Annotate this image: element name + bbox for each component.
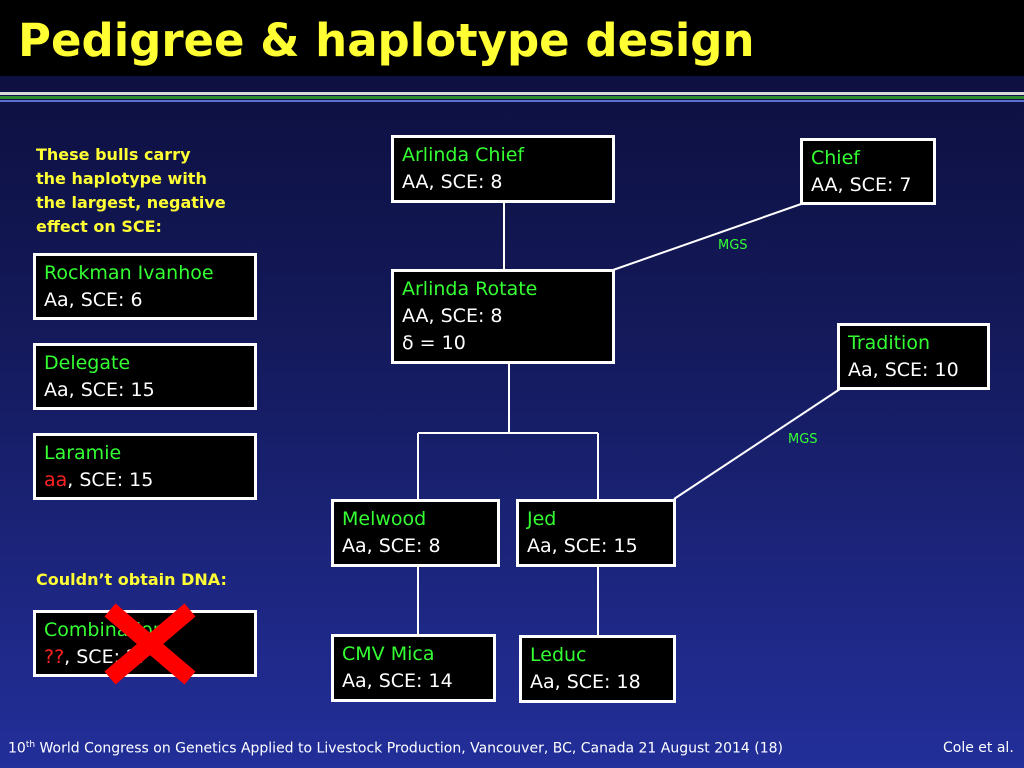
bull-genotype: AA, SCE: 8 [402,305,503,327]
bull-box-cmv-mica: CMV Mica Aa, SCE: 14 [331,634,496,702]
bull-box-arlinda-rotate: Arlinda Rotate AA, SCE: 8 δ = 10 [391,269,615,364]
bull-name: Tradition [848,332,931,354]
bull-name: Melwood [342,508,427,530]
divider-blue [0,100,1024,102]
line-mgs-chief [612,202,805,271]
bull-name: Arlinda Rotate [402,278,538,300]
carriers-note: These bulls carry the haplotype with the… [36,143,226,239]
bull-box-rockman-ivanhoe: Rockman Ivanhoe Aa, SCE: 6 [33,253,257,320]
bull-genotype: Aa, SCE: 15 [527,535,638,557]
bull-box-delegate: Delegate Aa, SCE: 15 [33,343,257,410]
no-dna-note: Couldn’t obtain DNA: [36,570,227,589]
recessive-genotype: aa [44,469,68,491]
bull-box-laramie: Laramie aa, SCE: 15 [33,433,257,500]
bull-name: Rockman Ivanhoe [44,262,214,284]
bull-box-chief: Chief AA, SCE: 7 [800,138,936,205]
bull-delta: δ = 10 [402,332,466,354]
bull-box-arlinda-chief: Arlinda Chief AA, SCE: 8 [391,135,615,203]
bull-name: Laramie [44,442,122,464]
bull-name: Arlinda Chief [402,144,525,166]
divider-green [0,96,1024,99]
bull-box-jed: Jed Aa, SCE: 15 [516,499,676,567]
bull-name: Combination [44,619,165,641]
bull-name: Jed [527,508,557,530]
carriers-note-line: the haplotype with [36,169,207,188]
carriers-note-line: the largest, negative [36,193,226,212]
slide-title: Pedigree & haplotype design [18,14,755,67]
bull-box-combination: Combination ??, SCE: ?? [33,610,257,677]
bull-genotype: Aa, SCE: 14 [342,670,453,692]
bull-genotype: Aa, SCE: 8 [342,535,441,557]
footer-conference: 10th World Congress on Genetics Applied … [8,740,784,757]
bull-box-melwood: Melwood Aa, SCE: 8 [331,499,500,567]
bull-genotype: Aa, SCE: 6 [44,289,143,311]
bull-genotype: Aa, SCE: 15 [44,379,155,401]
bull-name: CMV Mica [342,643,435,665]
bull-name: Delegate [44,352,131,374]
bull-genotype: Aa, SCE: 18 [530,671,641,693]
carriers-note-line: effect on SCE: [36,217,162,236]
line-mgs-tradition [673,388,841,500]
bull-genotype: AA, SCE: 8 [402,171,503,193]
bull-name: Chief [811,147,860,169]
title-bar [0,0,1024,76]
bull-box-leduc: Leduc Aa, SCE: 18 [519,635,676,703]
unknown-genotype: ?? [44,646,65,668]
mgs-label: MGS [788,432,818,447]
mgs-label: MGS [718,238,748,253]
bull-genotype: aa, SCE: 15 [44,469,154,491]
bull-genotype: ??, SCE: ?? [44,646,147,668]
footer-author: Cole et al. [943,740,1014,756]
bull-genotype: Aa, SCE: 10 [848,359,959,381]
carriers-note-line: These bulls carry [36,145,191,164]
bull-name: Leduc [530,644,587,666]
divider-white [0,92,1024,95]
bull-genotype: AA, SCE: 7 [811,174,912,196]
bull-box-tradition: Tradition Aa, SCE: 10 [837,323,990,390]
